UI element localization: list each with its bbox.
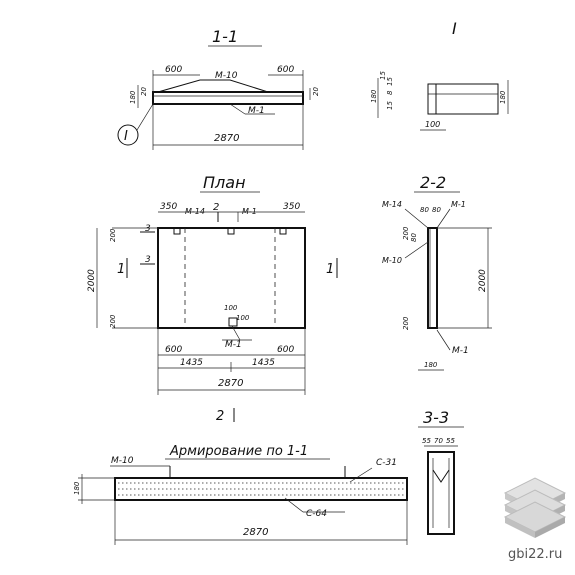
dim-15-b: 15 [386, 101, 394, 110]
dim-600-plan-left: 600 [165, 345, 182, 355]
dim-15-a: 15 [386, 77, 394, 86]
dim-80-section-c: 80 [410, 233, 418, 242]
logo-slab-3-side [505, 517, 535, 538]
dim-15-c: 15 [379, 71, 387, 80]
detail-I-title: I [452, 19, 457, 38]
dim-200-plan-bottom: 200 [109, 314, 117, 328]
dim-2000-section: 2000 [478, 269, 488, 292]
dim-100-b: 100 [236, 314, 250, 322]
watermark-logo: gbi22.ru [503, 477, 567, 562]
dim-2000-plan: 2000 [87, 269, 97, 292]
dim-600-right: 600 [277, 65, 294, 75]
dim-100-a: 100 [224, 304, 238, 312]
reinforcement-view: Армирование по 1-1 M-10 С-31 С-64 180 28… [73, 444, 408, 545]
section-mark-3-top: 3 [145, 224, 151, 234]
dim-20-left: 20 [140, 87, 148, 96]
mark-m1: M-1 [248, 106, 265, 116]
mark-m1-section-top: M-1 [451, 200, 466, 209]
reinforcement-title: Армирование по 1-1 [169, 444, 308, 459]
mark-m10: M-10 [215, 71, 238, 81]
mark-c64: С-64 [306, 509, 327, 519]
dim-2870-reinf: 2870 [243, 527, 268, 538]
dim-80-a: 80 [420, 206, 429, 214]
dim-70: 70 [434, 437, 443, 445]
dim-180-reinf: 180 [73, 481, 81, 495]
detail-I: I 180 15 8 15 15 180 100 [370, 19, 509, 131]
dim-2870: 2870 [214, 133, 239, 144]
mark-m1-plan-bottom: M-1 [225, 340, 242, 350]
dim-180-detail-left: 180 [370, 89, 378, 103]
mark-m1-section-bottom: M-1 [452, 346, 469, 356]
section-mark-3-bottom: 3 [145, 255, 151, 265]
section-1-1-title: 1-1 [212, 27, 238, 46]
section-3-3-title: 3-3 [423, 408, 449, 427]
dim-200-section-b: 200 [402, 316, 410, 330]
section-2-2: 2-2 M-14 80 80 M-1 200 80 M-10 200 2000 … [382, 173, 492, 371]
dim-1435-right: 1435 [252, 358, 275, 368]
section-1-1: 1-1 600 600 M-10 M-1 180 20 20 2870 I [117, 27, 320, 150]
callout-I: I [124, 129, 128, 144]
dim-350-right: 350 [283, 202, 300, 212]
dim-200-section-a: 200 [402, 226, 410, 240]
dim-600-plan-right: 600 [277, 345, 294, 355]
mark-m10-section: M-10 [382, 256, 402, 265]
dim-1435-left: 1435 [180, 358, 203, 368]
mark-m14-section: M-14 [382, 200, 402, 209]
section-2-2-title: 2-2 [420, 173, 446, 192]
section-mark-2: 2 [213, 202, 219, 213]
dim-350-left: 350 [160, 202, 177, 212]
dim-55-b: 55 [446, 437, 455, 445]
dim-80-b: 80 [432, 206, 441, 214]
dim-20-right: 20 [312, 87, 320, 96]
dim-180-section: 180 [424, 361, 438, 369]
section-mark-2-bottom: 2 [216, 409, 224, 424]
dim-55-a: 55 [422, 437, 431, 445]
mark-m1-plan-top: M-1 [242, 207, 257, 216]
dim-200-plan-top: 200 [109, 228, 117, 242]
plan-title: План [203, 173, 246, 192]
mark-c31: С-31 [376, 458, 397, 468]
dim-600-left: 600 [165, 65, 182, 75]
section-mark-1-right: 1 [326, 262, 334, 277]
dim-8: 8 [386, 90, 394, 95]
dim-100-detail: 100 [425, 120, 440, 129]
logo-slab-3-side-r [535, 517, 565, 538]
section-3-3: 3-3 55 70 55 [418, 408, 464, 535]
dim-180-detail-right: 180 [499, 90, 507, 104]
dim-180-left: 180 [129, 90, 137, 104]
dim-2870-plan: 2870 [218, 378, 243, 389]
plan-view: План 350 350 M-14 2 M-1 2000 200 200 3 3 [87, 173, 338, 424]
section-mark-1-left: 1 [117, 262, 125, 277]
watermark-site: gbi22.ru [508, 547, 562, 562]
mark-m10-reinf: M-10 [111, 456, 134, 466]
mark-m14-plan: M-14 [185, 207, 205, 216]
